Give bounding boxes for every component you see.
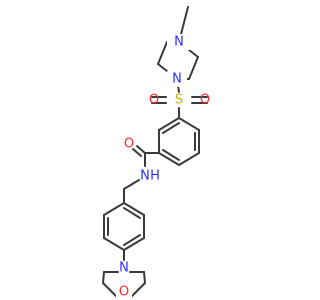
- atom-label-o: O: [119, 285, 129, 300]
- atom-label-n: N: [119, 261, 129, 276]
- morph-4: [129, 282, 146, 299]
- atom-label-o: O: [149, 93, 159, 108]
- morph-2: [102, 271, 105, 284]
- atom-label-n: N: [172, 72, 182, 87]
- bonds: [102, 6, 208, 299]
- atom-label-o: O: [124, 137, 134, 152]
- atom-o-sulfonyl-right: O: [200, 93, 210, 108]
- atom-o-carbonyl: O: [124, 137, 134, 152]
- bond-pip-2: [188, 56, 199, 80]
- bond-pip-5: [157, 41, 168, 65]
- bond-c-o-b: [132, 148, 142, 157]
- ring1-4: [158, 152, 180, 166]
- atom-label-n: N: [174, 35, 184, 50]
- atom-n-methylpiperazine: N: [167, 34, 191, 50]
- atom-o-morpholine: O: [116, 284, 132, 300]
- atom-labels: N N S O O O N H N: [116, 34, 210, 300]
- bond-c-o-a: [136, 145, 146, 154]
- atom-n-morpholine: N: [119, 261, 129, 276]
- ring2-4: [103, 237, 125, 251]
- morph-3: [102, 282, 119, 299]
- bond-n-ch2: [123, 179, 140, 190]
- ring1-6: [158, 117, 180, 131]
- ring1-6-inner: [162, 122, 180, 134]
- atom-o-sulfonyl-left: O: [149, 93, 159, 108]
- atom-label-h: H: [150, 169, 160, 184]
- atom-label-s: S: [175, 93, 183, 108]
- atom-s-sulfonyl: S: [175, 93, 183, 108]
- atom-n-sulfonyl: N: [167, 71, 187, 87]
- ring1-4-inner: [162, 149, 180, 161]
- ring1-1: [178, 117, 200, 131]
- ring2-3-inner: [123, 234, 141, 246]
- ring2-1: [123, 202, 145, 216]
- ring1-3: [178, 152, 200, 166]
- atom-label-o: O: [200, 93, 210, 108]
- atom-label-n: N: [140, 169, 150, 184]
- ring2-3: [123, 237, 145, 251]
- molecule-diagram: N N S O O O N H N: [102, 6, 211, 300]
- ring2-6: [103, 202, 125, 216]
- ring2-1-inner: [123, 207, 141, 219]
- morph-5: [143, 271, 146, 284]
- structure-drawing: N N S O O O N H N: [102, 6, 210, 300]
- atom-n-amide: N H: [140, 169, 160, 184]
